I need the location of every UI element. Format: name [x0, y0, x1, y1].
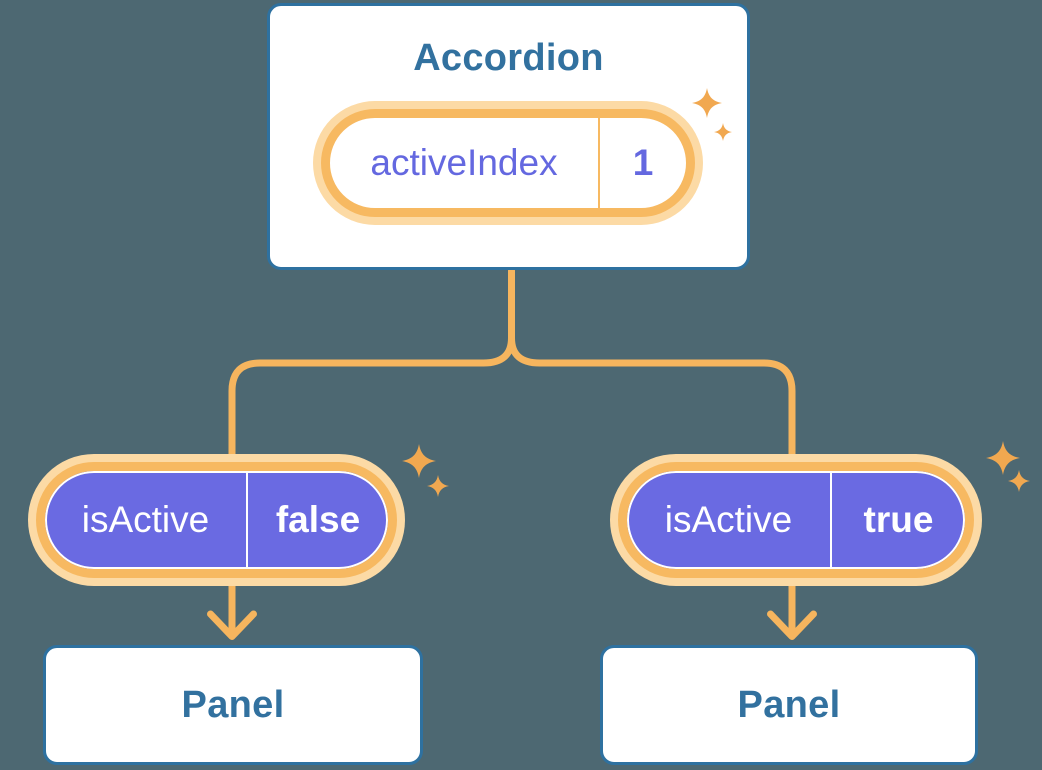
state-pill-activeindex: activeIndex 1 [321, 109, 695, 217]
state-pill-divider [598, 118, 600, 208]
prop-pill-label: isActive [664, 499, 793, 540]
panel-card-right: Panel [600, 645, 978, 765]
accordion-title: Accordion [413, 37, 604, 79]
state-pill-value: 1 [632, 142, 654, 183]
prop-pill-label: isActive [81, 499, 210, 540]
prop-pill-value: false [275, 499, 361, 540]
sparkle-icon [1008, 470, 1030, 492]
right-arrowhead-icon [767, 610, 817, 640]
prop-pill-isactive-false: isActive false [36, 462, 397, 578]
prop-pill-divider [830, 471, 832, 569]
prop-pill-isactive-true: isActive true [618, 462, 974, 578]
prop-pill-value: true [863, 499, 934, 540]
panel-card-left: Panel [43, 645, 423, 765]
accordion-card: Accordion activeIndex 1 [267, 3, 750, 270]
panel-title: Panel [737, 683, 841, 726]
left-arrowhead-icon [207, 610, 257, 640]
sparkle-icon [402, 444, 436, 478]
sparkle-icon [986, 441, 1020, 475]
sparkle-icon [427, 475, 449, 497]
state-pill-label: activeIndex [370, 142, 558, 183]
panel-title: Panel [181, 683, 285, 726]
